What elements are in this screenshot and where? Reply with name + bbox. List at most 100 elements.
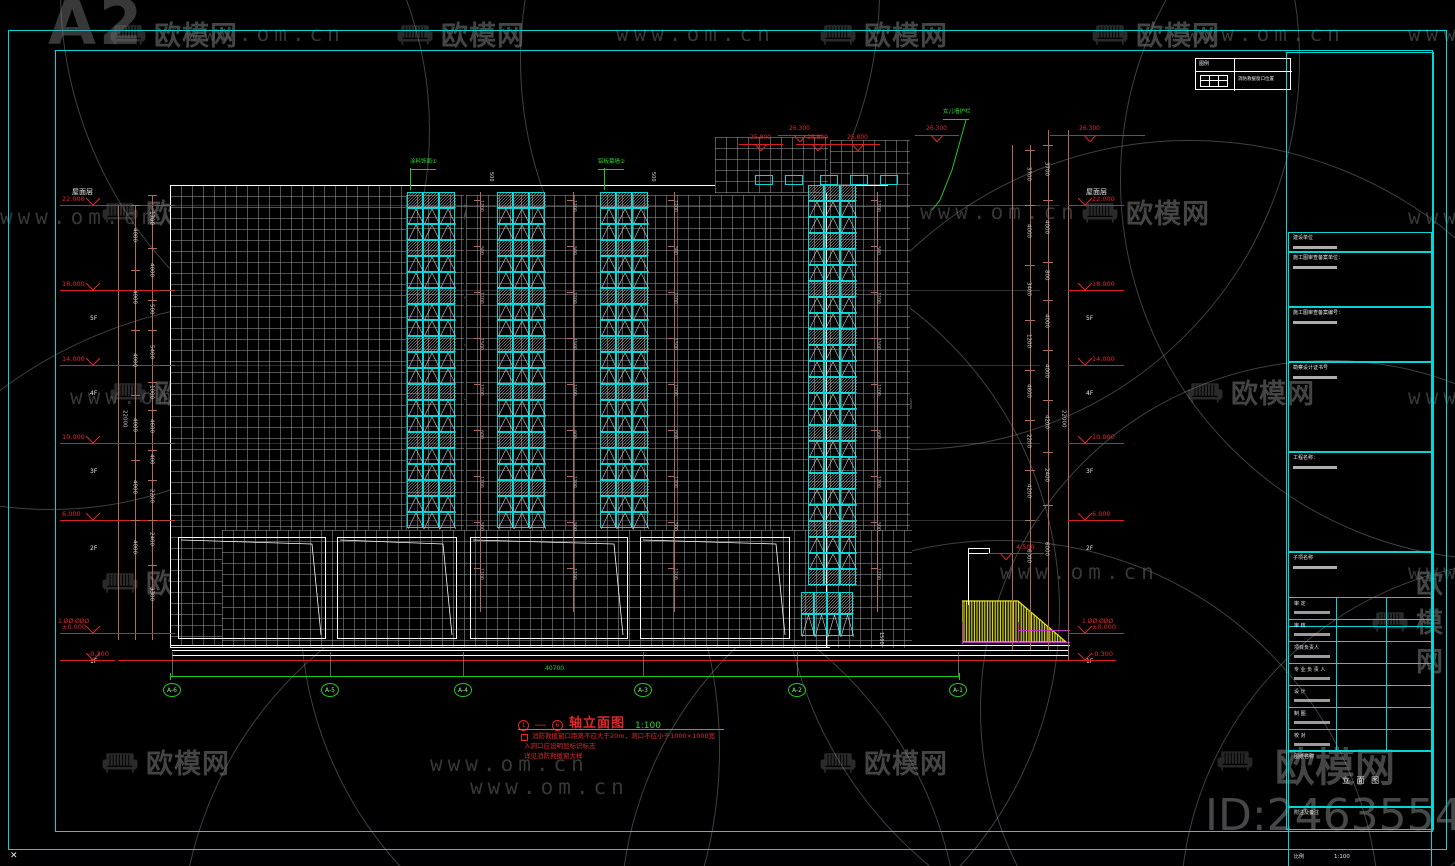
window-pane <box>840 592 854 615</box>
window-pane <box>616 480 633 497</box>
window-pane <box>808 217 825 234</box>
scale-note-label: 附注及备注 <box>1294 810 1320 816</box>
axis-bubble-4[interactable]: A-2 <box>788 683 806 697</box>
window-dim-tick-2-0 <box>668 200 674 201</box>
window-pane <box>423 480 440 497</box>
level-leader-2 <box>60 365 175 366</box>
storefront-bay-2 <box>337 537 457 639</box>
window-pane <box>407 288 424 305</box>
title-field-label-5: 子项名称 <box>1293 555 1314 561</box>
dim-label-b-0: 1700 <box>148 210 155 225</box>
window-pane <box>632 432 649 449</box>
window-pane <box>632 368 649 385</box>
window-pane <box>513 272 530 289</box>
window-pane <box>423 192 440 209</box>
signature-label-3: 专 业 负 责 人 <box>1294 667 1326 673</box>
window-pane <box>439 288 456 305</box>
window-pane <box>840 281 857 298</box>
window-dim-0-3: 1500 <box>478 338 484 350</box>
window-dim-tick-2-7 <box>668 522 674 523</box>
window-pane <box>632 384 649 401</box>
ref-line-top-right <box>880 205 1060 206</box>
window-pane <box>808 313 825 330</box>
ground-level-text: 1.ØØ.ØØØ <box>58 618 90 625</box>
axis-bubble-2[interactable]: A-4 <box>454 683 472 697</box>
window-pane <box>423 288 440 305</box>
signature-fill-6 <box>1294 743 1330 746</box>
level-value-left-4: 6.000 <box>62 510 81 518</box>
level-value-right-4: 6.000 <box>1092 510 1111 518</box>
level-leader-right-4 <box>1068 520 1124 521</box>
window-pane <box>513 432 530 449</box>
dim-label-rb-4: 4000 <box>1043 364 1050 378</box>
window-band-1 <box>407 192 456 529</box>
signature-label-6: 校 对 <box>1294 733 1306 739</box>
level-label-left-0: 屋面层 <box>72 188 93 196</box>
window-pane <box>808 297 825 314</box>
axis-bubble-0[interactable]: A-6 <box>163 683 181 697</box>
dim-label-rb-2: 800 <box>1043 270 1050 281</box>
window-dim-0-7: 500 <box>478 522 484 531</box>
window-pane <box>439 192 456 209</box>
dim-total-right: 22000 <box>1060 410 1067 428</box>
window-pane <box>824 473 841 490</box>
window-pane <box>497 464 514 481</box>
window-pane <box>513 496 530 513</box>
window-pane <box>497 352 514 369</box>
note-line-1: 消防救援窗口距离不应大于20m，洞口不应小于1000×1000宽 <box>532 732 716 740</box>
dim-label-ra-0: 3700 <box>1025 166 1032 181</box>
window-dim-tick-3-3 <box>871 338 877 339</box>
window-pane <box>513 480 530 497</box>
dim-tick-b-2 <box>148 300 157 301</box>
line-v <box>573 192 574 612</box>
window-dim-tick-3-8 <box>871 568 877 569</box>
dim-tick-b-6 <box>148 450 157 451</box>
dim-tick-rb-3 <box>1043 300 1053 301</box>
title-field-fill-0 <box>1293 246 1337 249</box>
dim-tick-b-7 <box>148 480 157 481</box>
window-pane <box>497 368 514 385</box>
window-dim-1-1: 500 <box>571 246 577 255</box>
axis-total-dim: 40700 <box>545 665 565 672</box>
level-label-left-3: 3F <box>90 468 98 475</box>
window-pane <box>439 496 456 513</box>
level-label-right-5: 1F <box>1086 658 1094 665</box>
window-pane <box>407 256 424 273</box>
axis-grid-line-2 <box>463 652 464 676</box>
dim-tick-a-1 <box>131 270 140 271</box>
level-value-left-2: 14.000 <box>62 355 85 363</box>
window-pane <box>840 313 857 330</box>
window-pane <box>616 368 633 385</box>
axis-bubble-3[interactable]: A-3 <box>634 683 652 697</box>
signature-fill-2 <box>1294 655 1330 658</box>
top-elev-value-2: 25.800 <box>807 134 828 141</box>
level-value-left-3: 10.000 <box>62 433 85 441</box>
window-pane <box>529 464 546 481</box>
signature-row-sep-2 <box>1288 641 1432 642</box>
window-dim-2-1: 500 <box>672 246 678 255</box>
window-pane <box>497 320 514 337</box>
window-pane <box>407 512 424 529</box>
window-pane <box>808 409 825 426</box>
window-dim-1-3: 1500 <box>571 338 577 350</box>
dim-label-a-5: 4000 <box>131 540 138 554</box>
window-pane <box>840 377 857 394</box>
window-pane <box>529 320 546 337</box>
axis-bubble-5[interactable]: A-1 <box>949 683 967 697</box>
window-pane <box>808 249 825 266</box>
window-dim-0-5: 600 <box>478 430 484 439</box>
window-pane <box>407 208 424 225</box>
entrance-elev-leader <box>988 553 1044 554</box>
dim-label-ra-4: 4600 <box>1025 384 1032 398</box>
window-pane <box>824 329 841 346</box>
window-pane <box>632 464 649 481</box>
window-pane <box>439 352 456 369</box>
window-pane <box>632 240 649 257</box>
ramp-step-v <box>1018 622 1019 642</box>
window-pane <box>840 249 857 266</box>
axis-bubble-1[interactable]: A-5 <box>321 683 339 697</box>
window-pane <box>439 256 456 273</box>
line-v <box>1030 145 1031 650</box>
window-pane <box>808 441 825 458</box>
